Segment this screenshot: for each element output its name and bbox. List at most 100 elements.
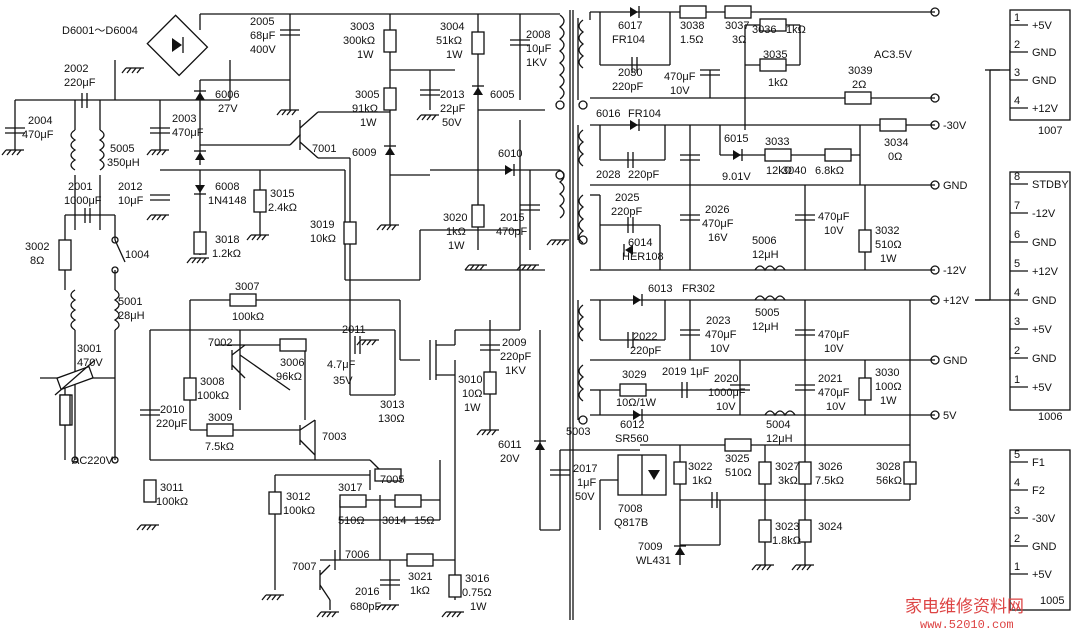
r3040-value: 6.8kΩ [815, 165, 844, 177]
c2004-label: 2004 [28, 115, 52, 127]
r3008-value: 100kΩ [197, 390, 229, 402]
pin-label: GND [1032, 295, 1057, 307]
pin-num: 1 [1014, 561, 1020, 573]
l5005-value: 350μH [107, 157, 140, 169]
c2002-label: 2002 [64, 63, 88, 75]
r3030-label: 3030 [875, 367, 899, 379]
c2022-label: 2022 [633, 331, 657, 343]
output-plus12v: +12V [943, 295, 970, 307]
r3008-label: 3008 [200, 376, 224, 388]
r3027-label: 3027 [775, 461, 799, 473]
q7003-label: 7003 [322, 431, 346, 443]
r3028-label: 3028 [876, 461, 900, 473]
pin-label: GND [1032, 75, 1057, 87]
r3037-value: 3Ω [732, 34, 746, 46]
capacitor-2015 [520, 204, 540, 211]
r3007-value: 100kΩ [232, 311, 264, 323]
l5004-label: 5004 [766, 419, 790, 431]
pin-label: +5V [1032, 324, 1053, 336]
q7002-label: 7002 [208, 337, 232, 349]
d6011-value: 20V [500, 453, 520, 465]
r3012-value: 100kΩ [283, 505, 315, 517]
pin-num: 4 [1014, 477, 1020, 489]
capacitor-2028 [627, 152, 634, 168]
r3022-value: 1kΩ [692, 475, 712, 487]
c2020-value: 1000μF [708, 387, 746, 399]
d6012-value: SR560 [615, 433, 649, 445]
c2013-value: 22μF [440, 103, 466, 115]
r3003-value: 300kΩ [343, 35, 375, 47]
r3002-value: 8Ω [30, 255, 44, 267]
pin-label: GND [1032, 47, 1057, 59]
r3019-value: 10kΩ [310, 233, 336, 245]
d6016-value: FR104 [628, 108, 661, 120]
r3024-label: 3024 [818, 521, 842, 533]
c2008-rating: 1KV [526, 57, 547, 69]
r3026-label: 3026 [818, 461, 842, 473]
c2011-value: 4.7μF [327, 359, 356, 371]
pin-num: 2 [1014, 345, 1020, 357]
l5001-label: 5001 [118, 296, 142, 308]
c2002-value: 220μF [64, 77, 96, 89]
sw1004-label: 1004 [125, 249, 149, 261]
capacitor-2017 [550, 469, 570, 476]
r3001-value: 470V [77, 357, 103, 369]
c2030-label: 2030 [618, 67, 642, 79]
l5005-label: 5005 [110, 143, 134, 155]
c2009-label: 2009 [502, 337, 526, 349]
c2012-value: 10μF [118, 195, 144, 207]
pin-num: 6 [1014, 229, 1020, 241]
pin-num: 1 [1014, 12, 1020, 24]
c2015-label: 2015 [500, 212, 524, 224]
capacitor-2012 [150, 194, 170, 201]
r3026-value: 7.5kΩ [815, 475, 844, 487]
r3005-rating: 1W [360, 117, 377, 129]
r3017-label: 3017 [338, 482, 362, 494]
pin-num: 1 [1014, 374, 1020, 386]
capacitor-c1 [680, 154, 700, 161]
capacitor-470-b [795, 214, 815, 221]
r3020-rating: 1W [448, 240, 465, 252]
r3025-label: 3025 [725, 453, 749, 465]
pin-num: 7 [1014, 200, 1020, 212]
n5003-label: 5003 [566, 426, 590, 438]
c2001-label: 2001 [68, 181, 92, 193]
ac35-label: AC3.5V [874, 49, 913, 61]
r3009-label: 3009 [208, 412, 232, 424]
c2003-label: 2003 [172, 113, 196, 125]
c2010-value: 220μF [156, 418, 188, 430]
connector-1006: 8 STDBY 7 -12V 6 GND 5 +12V 4 GND 3 +5V … [1010, 171, 1069, 423]
pin-num: 8 [1014, 171, 1020, 183]
labels: D6001～D6004 2005 68μF 400V 3003 300kΩ 1W… [22, 16, 970, 613]
r3027-value: 3kΩ [778, 475, 798, 487]
u7009-label: 7009 [638, 541, 662, 553]
c2008-label: 2008 [526, 29, 550, 41]
r3016-rating: 1W [470, 601, 487, 613]
c2030-value: 220pF [612, 81, 643, 93]
r3023-value: 1.8kΩ [772, 535, 801, 547]
c2009-rating: 1KV [505, 365, 526, 377]
c2021-label: 2021 [818, 373, 842, 385]
pin-label: -30V [1032, 513, 1056, 525]
r3038-value: 1.5Ω [680, 34, 704, 46]
r3034-label: 3034 [884, 137, 908, 149]
output-5v: 5V [943, 410, 957, 422]
r3025-value: 510Ω [725, 467, 752, 479]
capacitor-2009 [480, 344, 500, 351]
c2004-value: 470μF [22, 129, 54, 141]
c2021-value: 470μF [818, 387, 850, 399]
c2005-label: 2005 [250, 16, 274, 28]
r3004-label: 3004 [440, 21, 464, 33]
d6008-label: 6008 [215, 181, 239, 193]
bridge-label: D6001～D6004 [62, 25, 138, 37]
u7008-label: 7008 [618, 503, 642, 515]
c2020-label: 2020 [714, 373, 738, 385]
r3036-label: 3036 [752, 24, 776, 36]
r3018-value: 1.2kΩ [212, 248, 241, 260]
r3033-label: 3033 [765, 136, 789, 148]
d6006-value: 27V [218, 103, 238, 115]
d6005-label: 6005 [490, 89, 514, 101]
pin-num: 5 [1014, 258, 1020, 270]
capacitor-2016 [380, 579, 400, 586]
r3013-label: 3013 [380, 399, 404, 411]
